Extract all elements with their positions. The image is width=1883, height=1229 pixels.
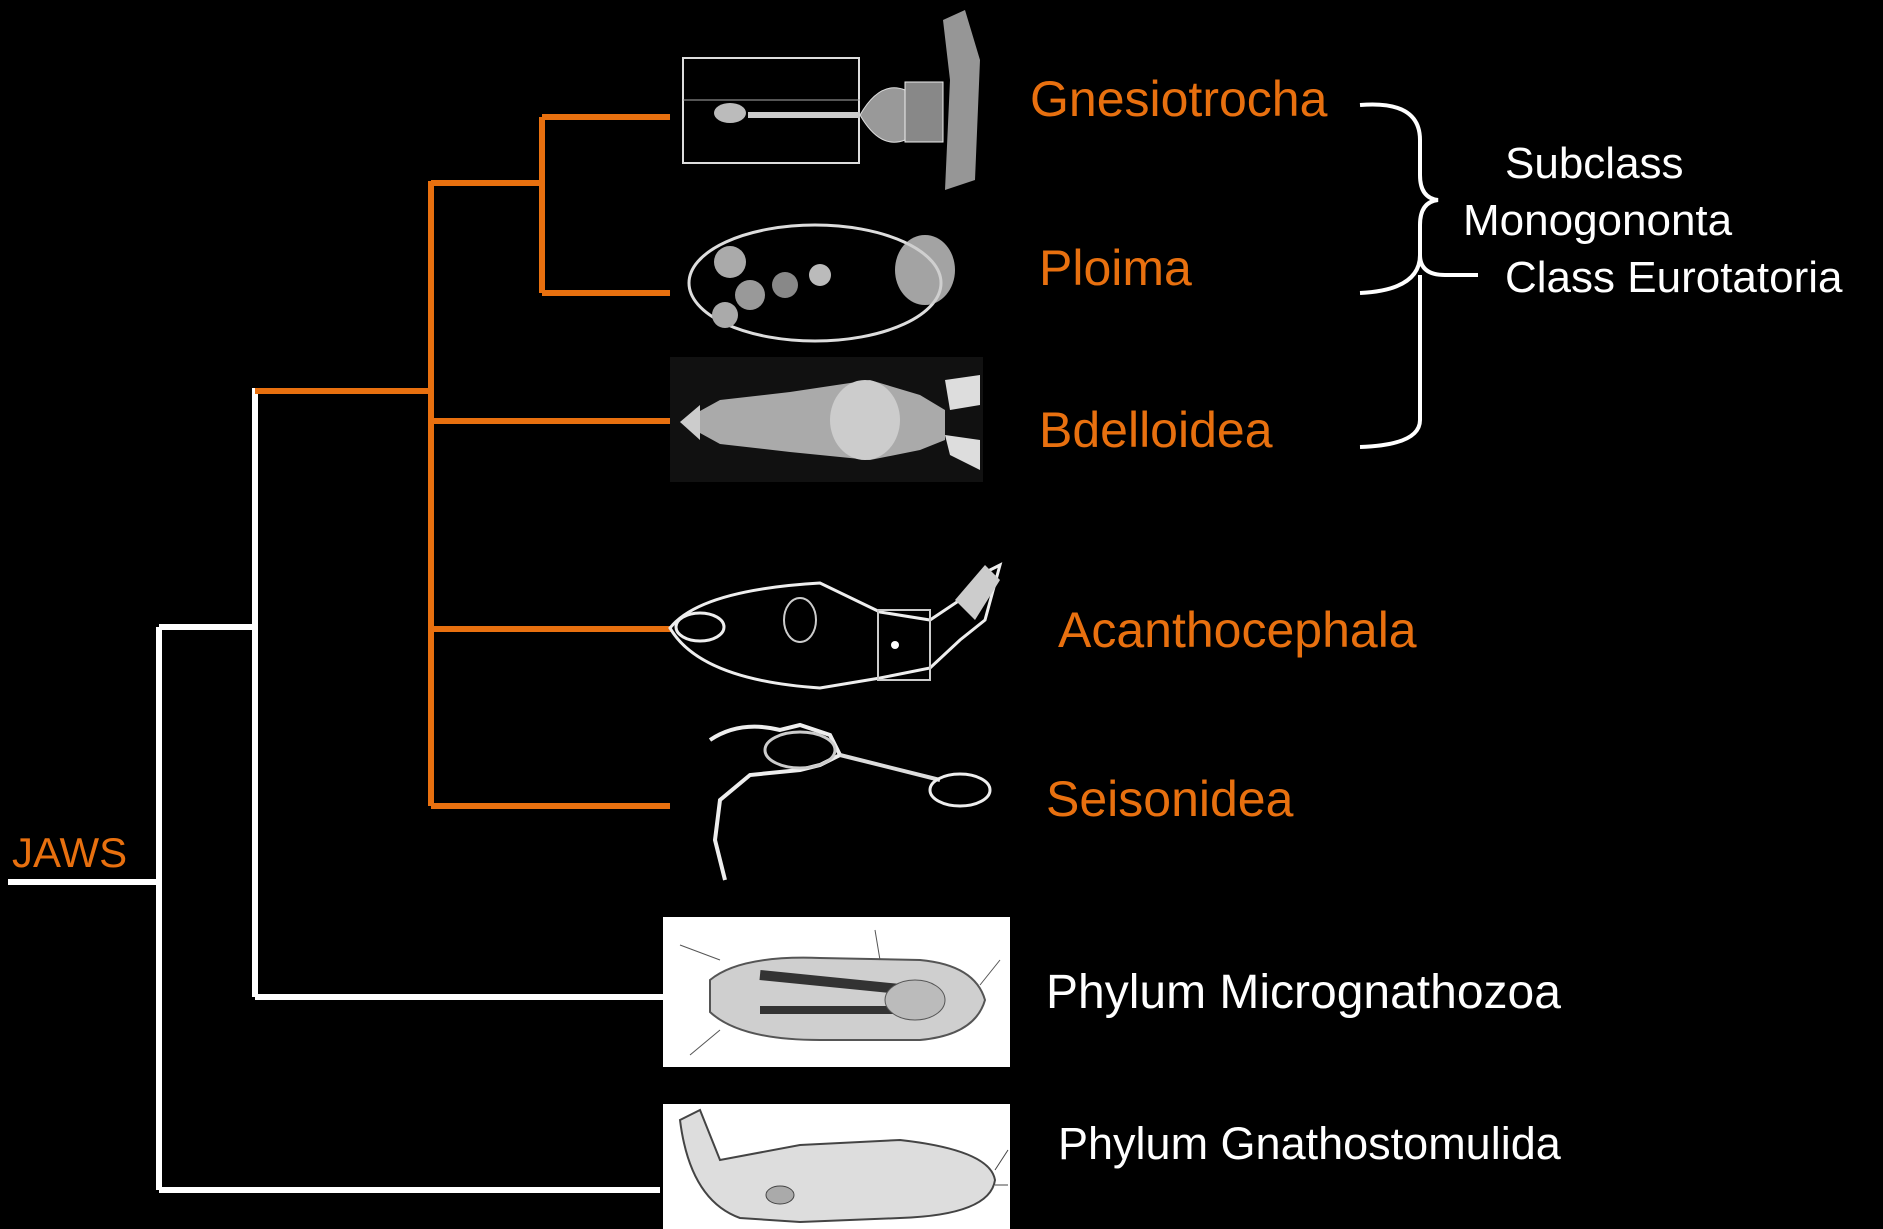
white-branches (8, 388, 665, 1190)
seisonidea-image (710, 725, 990, 880)
label-bdelloidea: Bdelloidea (1039, 405, 1273, 455)
acanthocephala-image (670, 565, 1000, 688)
label-monogononta: Monogononta (1463, 199, 1732, 243)
gnesiotrocha-image (678, 8, 984, 190)
curly-bracket (1360, 104, 1438, 293)
orange-branches (255, 117, 672, 806)
outer-bracket (1360, 255, 1478, 447)
bdelloidea-image (670, 357, 983, 482)
label-subclass: Subclass (1505, 142, 1684, 186)
gnathostomulida-image (663, 1104, 1010, 1229)
label-micrognathozoa: Phylum Micrognathozoa (1046, 969, 1561, 1017)
label-gnesiotrocha: Gnesiotrocha (1030, 74, 1327, 124)
label-class-eurotatoria: Class Eurotatoria (1505, 256, 1842, 300)
ploima-image (684, 215, 989, 350)
root-label: JAWS (12, 832, 127, 874)
label-gnathostomulida: Phylum Gnathostomulida (1058, 1121, 1561, 1166)
label-acanthocephala: Acanthocephala (1058, 605, 1417, 655)
label-seisonidea: Seisonidea (1046, 774, 1293, 824)
micrognathozoa-image (663, 917, 1010, 1067)
label-ploima: Ploima (1039, 243, 1192, 293)
